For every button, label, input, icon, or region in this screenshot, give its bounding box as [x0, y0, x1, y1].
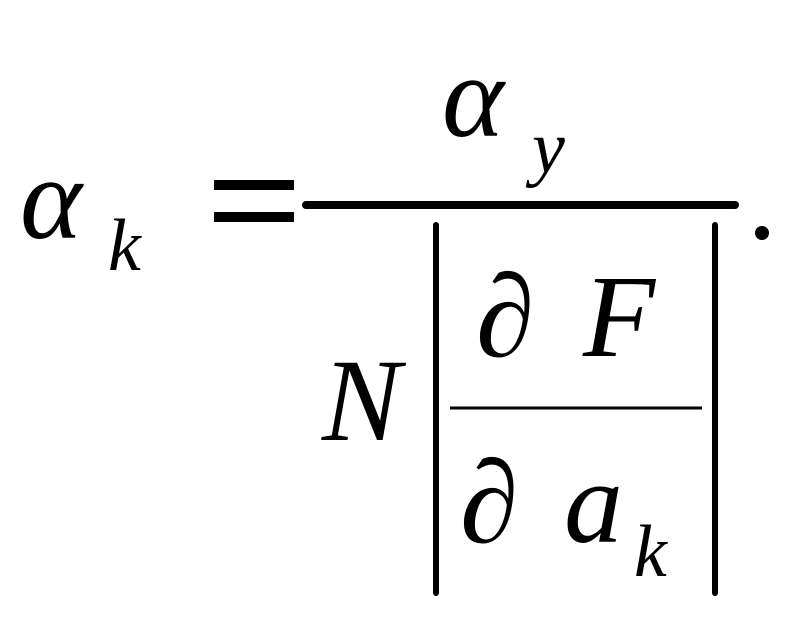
equals-sign-top-bar [214, 180, 294, 190]
terminating-period [755, 226, 769, 240]
inner-denominator-subscript-k: k [634, 511, 668, 593]
inner-denominator-a: a [564, 437, 623, 568]
inner-numerator-partial: ∂ [476, 251, 534, 382]
denominator-N: N [321, 335, 407, 466]
inner-numerator-F: F [582, 251, 657, 382]
lhs-subscript-k: k [108, 205, 142, 287]
inner-denominator-partial: ∂ [460, 437, 518, 568]
numerator-subscript-y: y [525, 107, 565, 189]
lhs-alpha: α [20, 133, 84, 264]
numerator-alpha: α [442, 31, 506, 162]
equals-sign-bottom-bar [214, 212, 294, 222]
